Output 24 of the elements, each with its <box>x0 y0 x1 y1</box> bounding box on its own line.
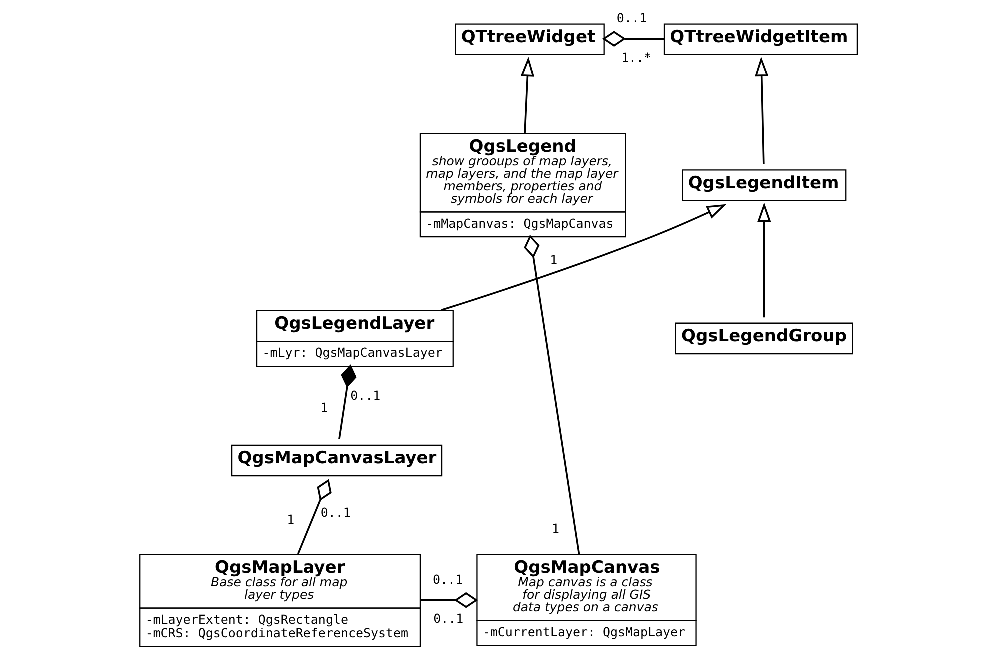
node-box: QgsLegendItem <box>682 170 847 202</box>
connector <box>420 592 478 608</box>
label: 1..* <box>622 50 652 65</box>
node-box: QgsMapCanvasLayer <box>231 444 443 477</box>
label: 0..1 <box>350 388 381 403</box>
node-box: QTtreeWidgetItem <box>664 24 858 56</box>
label: 1 <box>320 400 328 415</box>
connector <box>524 234 580 555</box>
label: 0..1 <box>434 611 464 626</box>
label: 1 <box>550 252 558 268</box>
connector <box>602 31 664 47</box>
arrow <box>441 204 727 312</box>
node-box: QgsLegendGroup <box>675 322 854 355</box>
label: 0..1 <box>320 505 351 520</box>
label: 0..1 <box>432 572 463 587</box>
label: 0..1 <box>616 10 647 26</box>
arrow <box>520 57 535 134</box>
connector <box>297 479 332 554</box>
connector <box>338 364 357 440</box>
arrow <box>758 202 772 318</box>
label: 1 <box>287 512 295 527</box>
node-box: QTtreeWidget <box>455 24 605 56</box>
arrow <box>755 56 769 164</box>
label: 1 <box>552 521 560 536</box>
